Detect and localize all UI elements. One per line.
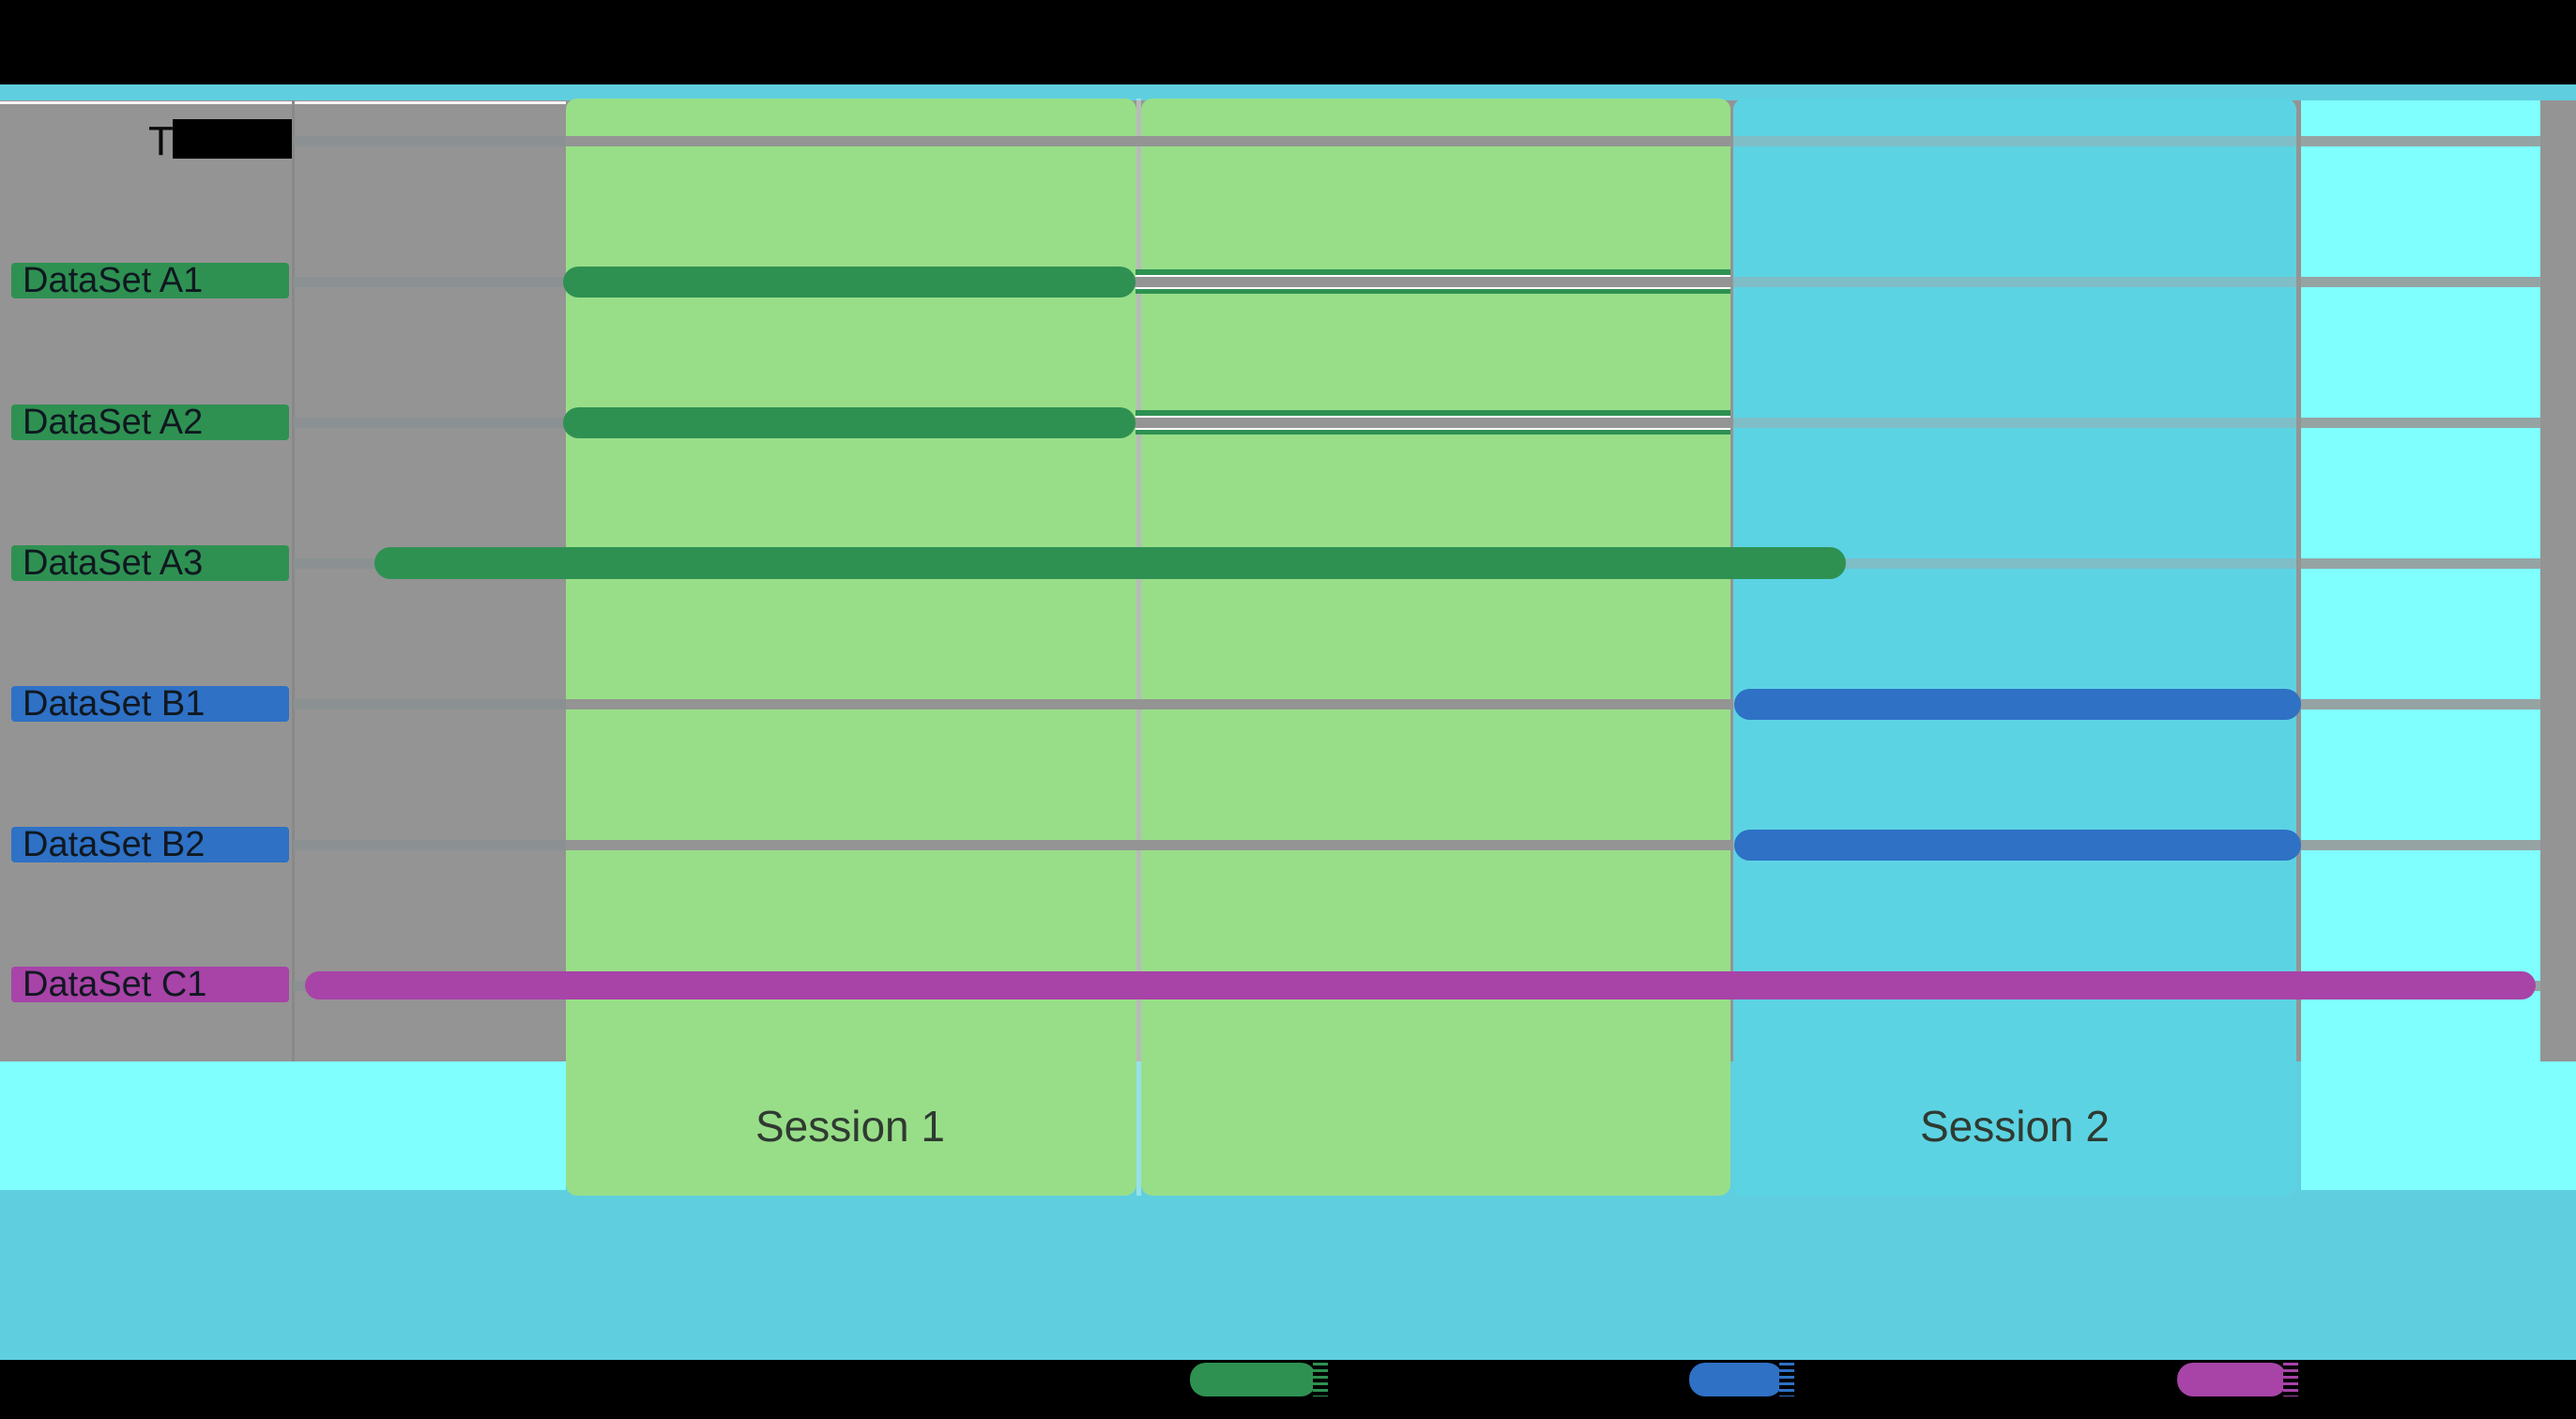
- gridline-y600-seg3: [2301, 558, 2540, 569]
- y-tick-label-pill-1: DataSet A2: [11, 403, 289, 442]
- gridline-y450-seg2: [1733, 418, 2296, 428]
- gridline-y750-seg3: [2301, 699, 2540, 710]
- gridline-y150-seg1: [566, 136, 1730, 146]
- legend-swatch-0[interactable]: [1190, 1363, 1317, 1396]
- session-label-2: Session 2: [1919, 1102, 2111, 1151]
- gridline-y150-seg0: [294, 136, 566, 146]
- redaction-box-legend-label-2: [2300, 1363, 2413, 1396]
- band-session1-a: [566, 99, 1136, 1196]
- gridline-y600-seg2: [1733, 558, 2296, 569]
- session-label-1: Session 1: [755, 1102, 946, 1151]
- legend-swatch-2[interactable]: [2177, 1363, 2287, 1396]
- redaction-box-legend-label-0: [1330, 1363, 1442, 1396]
- legend-swatch-tail-2: [2283, 1363, 2298, 1396]
- gridline-y450-seg0: [294, 418, 566, 428]
- gridline-y150-seg2: [1733, 136, 2296, 146]
- legend-swatch-tail-1: [1779, 1363, 1794, 1396]
- legend-swatch-1[interactable]: [1689, 1363, 1783, 1396]
- gridline-y450-seg3: [2301, 418, 2540, 428]
- y-tick-label-pill-5: DataSet C1: [11, 965, 289, 1004]
- task-bar-2: [374, 547, 1846, 579]
- highlight-rect-cyan-0: [2301, 100, 2540, 1061]
- gridline-y150-seg3: [2301, 136, 2540, 146]
- gridline-y900-seg1: [566, 840, 1730, 850]
- y-tick-label-pill-0: DataSet A1: [11, 261, 289, 300]
- gridline-y300-seg2: [1733, 277, 2296, 287]
- top-black-bar: [0, 0, 2576, 84]
- band-seam: [1136, 99, 1141, 1196]
- gridline-y900-seg0: [294, 840, 566, 850]
- task-bar-5: [305, 971, 2536, 999]
- band-session2: [1733, 99, 2296, 1196]
- task-bar-0: [563, 266, 1136, 298]
- highlight-rect-cyan-2: [0, 1061, 566, 1190]
- gridline-y750-seg0: [294, 699, 566, 710]
- y-tick-label-pill-3: DataSet B1: [11, 684, 289, 724]
- redaction-box-legend-label-1: [1796, 1363, 1909, 1396]
- task-bar-1: [563, 406, 1136, 438]
- legend-swatch-tail-0: [1313, 1363, 1328, 1396]
- task-bar-4: [1734, 829, 2301, 861]
- gridline-y750-seg1: [566, 699, 1730, 710]
- highlight-rect-cyan-1: [2301, 1061, 2576, 1190]
- gridline-y300-seg3: [2301, 277, 2540, 287]
- gridline-y900-seg3: [2301, 840, 2540, 850]
- y-axis-line: [292, 100, 295, 1061]
- y-axis-title: T: [148, 118, 174, 164]
- gridline-y300-seg0: [294, 277, 566, 287]
- redaction-box-axis-title: [173, 119, 292, 159]
- y-tick-label-pill-2: DataSet A3: [11, 543, 289, 583]
- task-bar-3: [1734, 688, 2301, 720]
- y-tick-label-pill-4: DataSet B2: [11, 825, 289, 864]
- gridline-overlay-1: [1136, 416, 1730, 430]
- band-session1-b: [1141, 99, 1730, 1196]
- gridline-overlay-0: [1136, 275, 1730, 289]
- plot-top-white-edge: [0, 101, 566, 104]
